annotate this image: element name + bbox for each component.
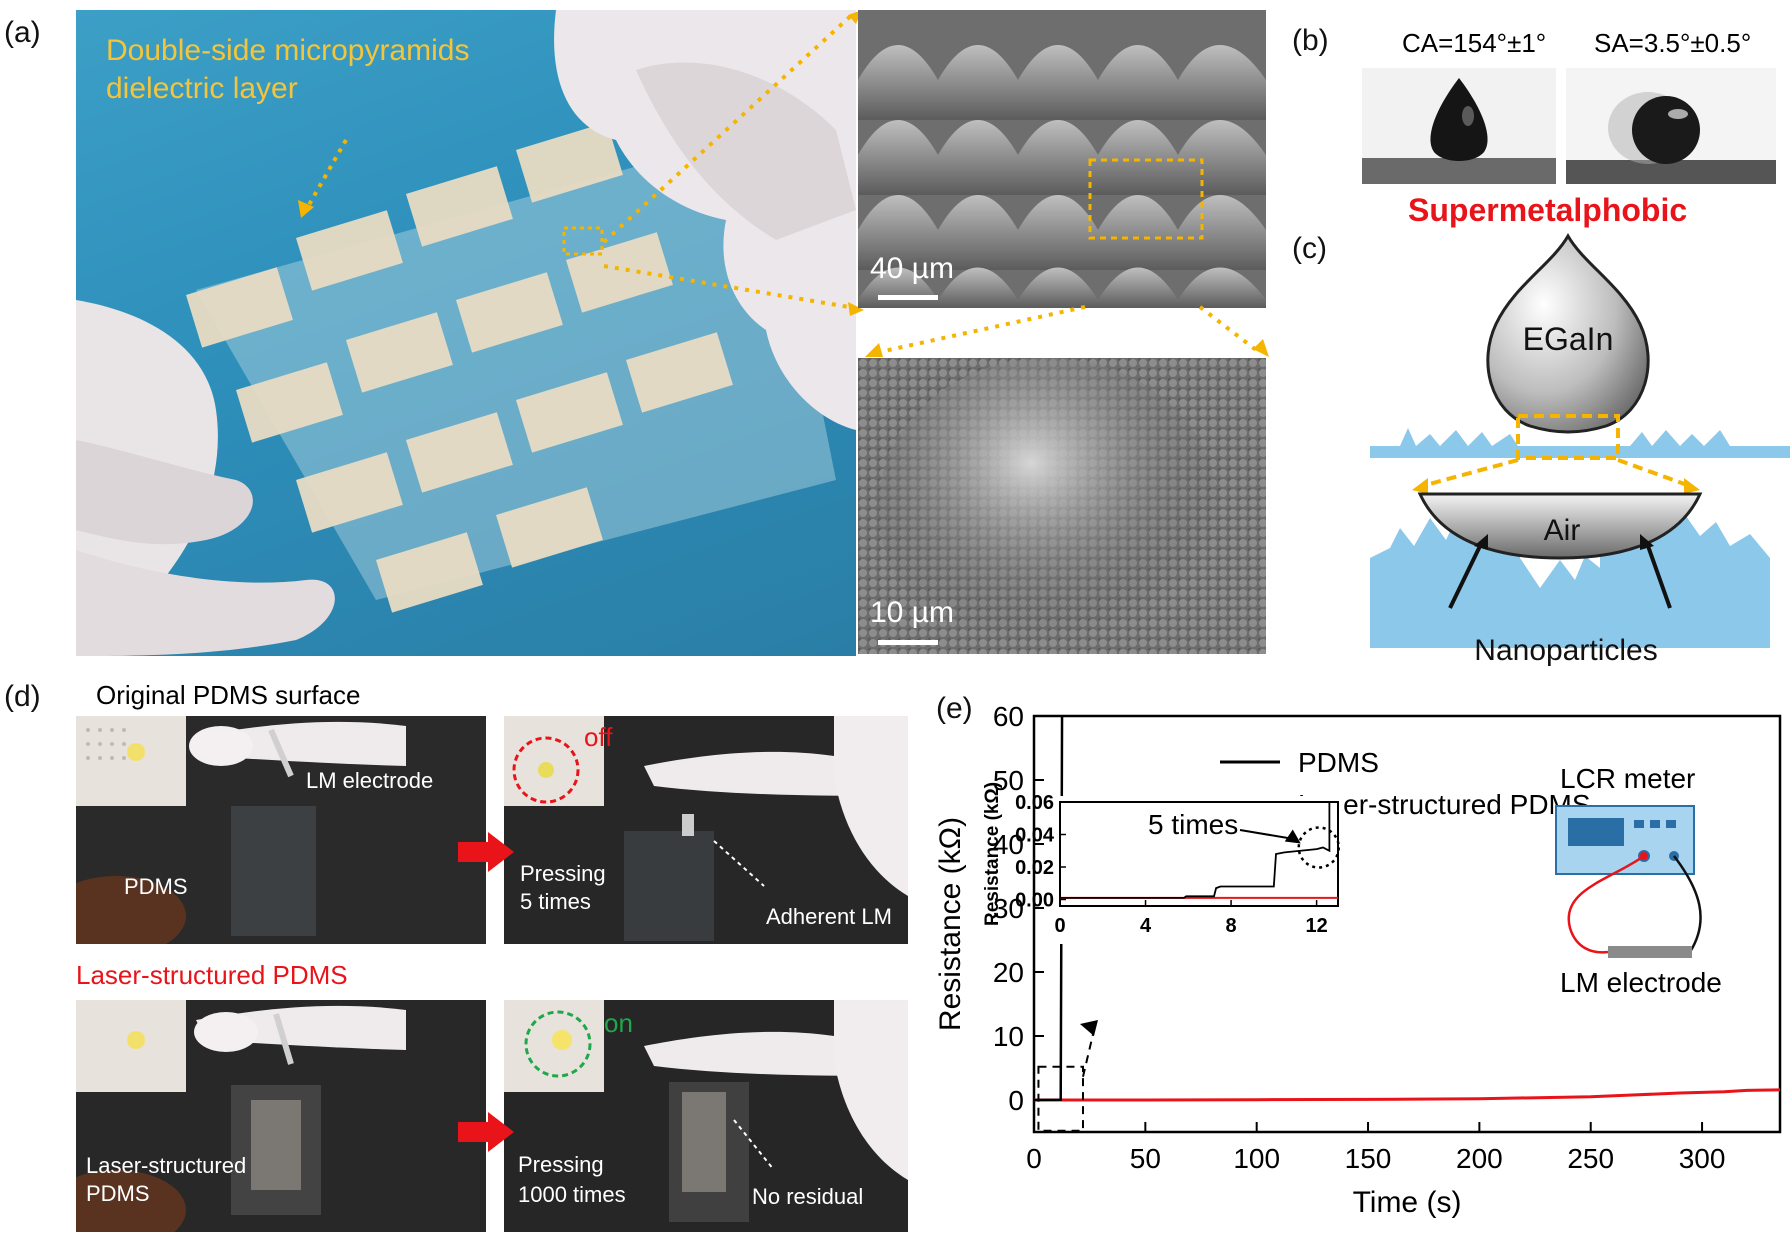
hand-film-illustration <box>76 10 856 656</box>
sliding-angle-photo <box>1566 68 1776 184</box>
y-tick-label: 50 <box>993 765 1024 796</box>
caption-line-2: dielectric layer <box>106 72 298 105</box>
inset-x-tick-label: 0 <box>1054 915 1065 937</box>
y-tick-label: 30 <box>993 893 1024 924</box>
inset-x-tick-label: 8 <box>1226 915 1237 937</box>
scale-bar-40um: 40 µm <box>870 252 954 285</box>
inset-x-tick-label: 4 <box>1140 915 1152 937</box>
legend-label: PDMS <box>1298 747 1379 778</box>
pressing-5-times-label: Pressing 5 times <box>520 860 606 916</box>
y-axis-label: Resistance (kΩ) <box>934 817 967 1031</box>
x-tick-label: 250 <box>1567 1143 1614 1174</box>
photo-original-after: off Pressing 5 times Adherent LM <box>504 716 908 944</box>
x-tick-label: 200 <box>1456 1143 1503 1174</box>
on-label: on <box>604 1008 633 1038</box>
panel-d-label: (d) <box>4 680 41 713</box>
zoom-lines-sem <box>865 305 1269 357</box>
pressing5-line1: Pressing <box>520 861 606 886</box>
adherent-lm-label: Adherent LM <box>766 904 892 929</box>
lm-electrode-caption: LM electrode <box>1560 967 1722 998</box>
caption-line-1: Double-side micropyramids <box>106 34 470 67</box>
inset-chart: 0 4 8 12 0.00 0.02 0.04 0.06 Resistance (kΩ) 5 ti… <box>982 782 1342 944</box>
sem-image-top: 40 µm <box>858 10 1266 308</box>
inset-annotation: 5 times <box>1148 809 1238 840</box>
original-pdms-title: Original PDMS surface <box>96 680 361 710</box>
zoom-lines <box>602 10 864 316</box>
air-label: Air <box>1544 514 1581 547</box>
lcr-meter-button <box>1634 820 1644 828</box>
panel-c-label: (c) <box>1292 232 1327 265</box>
laser-line1: Laser-structured <box>86 1153 247 1178</box>
plot-frame <box>1032 714 1782 1134</box>
zoom-arrow-line <box>1082 1029 1095 1077</box>
inset-y-axis-label: Resistance (kΩ) <box>982 782 1003 926</box>
lcr-meter-body <box>1555 805 1695 875</box>
lcr-meter-label: LCR meter <box>1560 763 1695 794</box>
panel-e-label: (e) <box>936 692 973 725</box>
sliding-angle-text: SA=3.5°±0.5° <box>1594 28 1752 58</box>
laser-structured-label: Laser-structured PDMS <box>86 1152 246 1208</box>
photo-laser-before: Laser-structured PDMS <box>76 1000 486 1232</box>
inset-y-tick-label: 0.06 <box>1015 792 1054 814</box>
y-tick-label: 10 <box>993 1021 1024 1052</box>
x-tick-label: 150 <box>1345 1143 1392 1174</box>
inset-highlight-circle <box>1297 826 1341 869</box>
lcr-meter-illustration: LCR meter LM electrode <box>1555 763 1722 998</box>
photo-original-before: LM electrode PDMS <box>76 716 486 944</box>
contact-angle-photo <box>1362 68 1556 184</box>
inset-frame <box>1059 801 1339 907</box>
laser-line2: PDMS <box>86 1181 150 1206</box>
y-tick-label: 0 <box>1008 1085 1024 1116</box>
panel-a-label: (a) <box>4 16 41 49</box>
panel-a-caption: Double-side micropyramids dielectric lay… <box>106 32 469 108</box>
x-axis-label: Time (s) <box>1353 1186 1462 1219</box>
zoom-box <box>1037 1065 1084 1132</box>
arrow-right-bottom <box>458 1112 518 1152</box>
panel-b-label: (b) <box>1292 24 1329 57</box>
x-tick-label: 300 <box>1679 1143 1726 1174</box>
lcr-meter-screen <box>1568 818 1624 846</box>
sem-image-bottom: 10 µm <box>858 358 1266 654</box>
x-tick-label: 50 <box>1130 1143 1161 1174</box>
lcr-wire-red <box>1567 854 1645 954</box>
pressing1000-line1: Pressing <box>518 1152 604 1177</box>
lcr-meter-button <box>1666 820 1676 828</box>
inset-annotation-arrowhead <box>1284 829 1301 844</box>
contact-angle-text: CA=154°±1° <box>1402 28 1547 58</box>
pressing1000-line2: 1000 times <box>518 1182 626 1207</box>
inset-pdms-line <box>1060 802 1331 899</box>
inset-y-tick-label: 0.02 <box>1015 857 1054 879</box>
y-tick-label: 40 <box>993 829 1024 860</box>
photo-laser-after: on Pressing 1000 times No residual <box>504 1000 908 1232</box>
x-tick-label: 100 <box>1233 1143 1280 1174</box>
pdms-label: PDMS <box>124 874 188 899</box>
pressing-1000-times-label: Pressing 1000 times <box>518 1150 626 1210</box>
supermetalphobic-title: Supermetalphobic <box>1408 192 1688 228</box>
egain-diagram: EGaIn Air Nanoparticles <box>1370 232 1790 667</box>
laser-pdms-title: Laser-structured PDMS <box>76 960 348 990</box>
off-label: off <box>584 722 613 752</box>
series-line-laser-structured-pdms <box>1034 1088 1780 1102</box>
lm-electrode-label: LM electrode <box>306 768 434 793</box>
y-tick-label: 20 <box>993 957 1024 988</box>
lm-electrode-strip <box>1608 946 1692 958</box>
inset-y-tick-label: 0.00 <box>1015 890 1054 912</box>
inset-background <box>1056 796 1342 944</box>
lcr-meter-button <box>1650 820 1660 828</box>
nanoparticles-label: Nanoparticles <box>1474 634 1657 667</box>
inset-x-tick-label: 12 <box>1305 915 1327 937</box>
inset-y-tick-label: 0.04 <box>1015 825 1055 847</box>
lcr-wire-black <box>1673 855 1702 953</box>
y-tick-label: 60 <box>993 701 1024 732</box>
arrow-right-top <box>458 832 518 872</box>
panel-a-photo: Double-side micropyramids dielectric lay… <box>76 10 856 656</box>
pressing5-line2: 5 times <box>520 889 591 914</box>
legend-label: Laser-structured PDMS <box>1298 789 1591 820</box>
zoom-arrow-head <box>1080 1020 1098 1036</box>
egain-label: EGaIn <box>1523 321 1614 357</box>
no-residual-label: No residual <box>752 1184 864 1209</box>
x-tick-label: 0 <box>1026 1143 1042 1174</box>
scale-bar-10um: 10 µm <box>870 596 954 629</box>
